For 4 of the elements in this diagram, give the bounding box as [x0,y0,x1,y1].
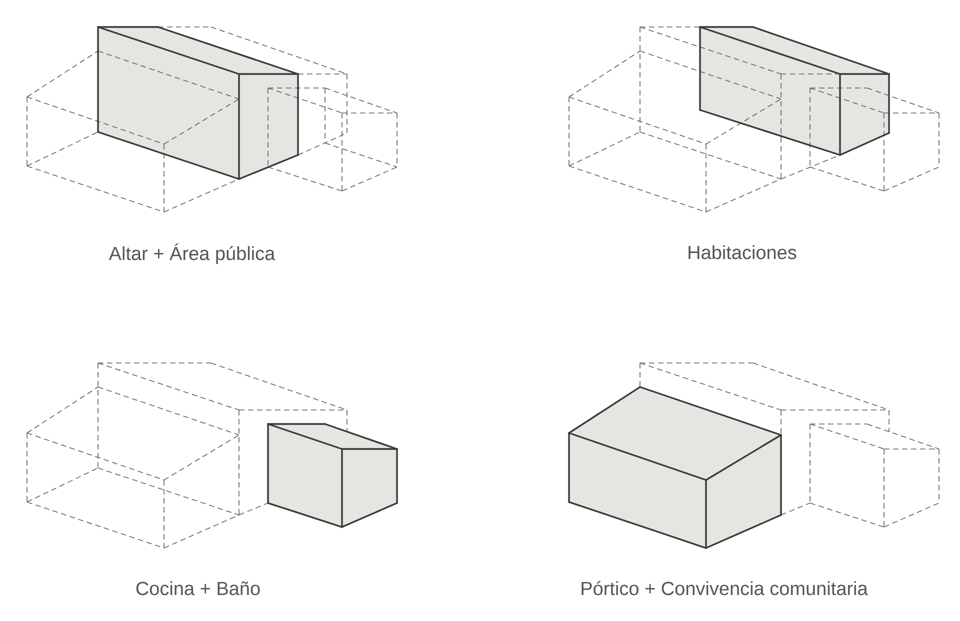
caption: Habitaciones [688,245,796,260]
caption: Cocina + Baño [136,581,260,596]
caption: Altar + Área pública [108,244,276,264]
caption: Pórtico + Convivencia comunitaria [582,581,868,596]
